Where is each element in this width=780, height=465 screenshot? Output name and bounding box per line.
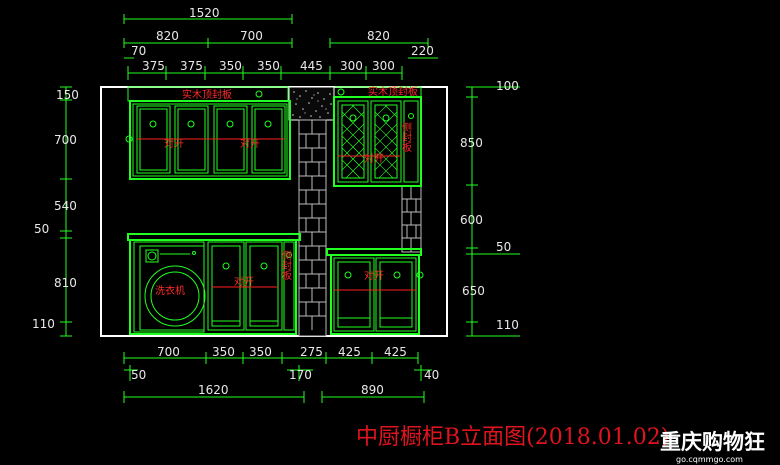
dim-1520: 1520 bbox=[189, 6, 220, 20]
granite-block bbox=[288, 86, 335, 121]
dim-left-50: 50 bbox=[34, 222, 49, 236]
dim-bottom-425-a: 425 bbox=[338, 345, 361, 359]
dim-bottom-170: 170 bbox=[289, 368, 312, 382]
lower-left-cabinet bbox=[127, 233, 301, 335]
dim-700: 700 bbox=[240, 29, 263, 43]
dim-left-150: 150 bbox=[56, 88, 79, 102]
upper-left-cabinet bbox=[129, 100, 291, 180]
dim-row-375-a: 375 bbox=[142, 59, 165, 73]
lower-right-cabinet bbox=[326, 248, 424, 335]
dim-right-100: 100 bbox=[496, 79, 519, 93]
dim-bottom-350-a: 350 bbox=[212, 345, 235, 359]
right-dimensions: 100 850 600 50 650 110 bbox=[460, 79, 520, 337]
left-dimensions: 150 700 540 50 810 110 bbox=[32, 86, 79, 337]
dim-bottom-700: 700 bbox=[157, 345, 180, 359]
dim-bottom-425-b: 425 bbox=[384, 345, 407, 359]
top-board-left-knob bbox=[255, 90, 263, 98]
wall-outline bbox=[100, 86, 448, 337]
dim-right-50: 50 bbox=[496, 240, 511, 254]
dim-row-300-a: 300 bbox=[340, 59, 363, 73]
dim-row-445: 445 bbox=[300, 59, 323, 73]
label-door-d: 对开 bbox=[234, 275, 254, 288]
dim-bottom-1620: 1620 bbox=[198, 383, 229, 397]
top-dimensions: 1520 820 700 820 70 220 375 375 350 350 … bbox=[123, 6, 438, 80]
dim-220: 220 bbox=[411, 44, 434, 58]
label-door-e: 对开 bbox=[364, 269, 384, 282]
dim-bottom-50: 50 bbox=[131, 368, 146, 382]
label-door-c: 对开 bbox=[364, 152, 384, 165]
dim-left-810: 810 bbox=[54, 276, 77, 290]
label-top-board-right: 实木顶封板 bbox=[368, 85, 418, 98]
dim-bottom-275: 275 bbox=[300, 345, 323, 359]
dim-70: 70 bbox=[131, 44, 146, 58]
dim-bottom-350-b: 350 bbox=[249, 345, 272, 359]
dim-row-375-b: 375 bbox=[180, 59, 203, 73]
upper-right-cabinet bbox=[333, 96, 422, 187]
dim-820-right: 820 bbox=[367, 29, 390, 43]
upper-left-edge-knob bbox=[125, 135, 133, 143]
dim-row-350-b: 350 bbox=[257, 59, 280, 73]
watermark: 重庆购物狂 go.cqmmgo.com bbox=[660, 430, 765, 464]
bottom-dimensions: 700 350 350 275 425 425 50 170 40 1620 8… bbox=[123, 345, 439, 403]
watermark-text: 重庆购物狂 bbox=[660, 430, 765, 454]
dim-left-540: 540 bbox=[54, 199, 77, 213]
top-board-right-knob bbox=[337, 88, 345, 96]
dim-820-left: 820 bbox=[156, 29, 179, 43]
label-top-board-left: 实木顶封板 bbox=[182, 88, 232, 101]
dim-right-110: 110 bbox=[496, 318, 519, 332]
dim-row-300-b: 300 bbox=[372, 59, 395, 73]
dim-left-110: 110 bbox=[32, 317, 55, 331]
dim-left-700: 700 bbox=[54, 133, 77, 147]
dim-row-350-a: 350 bbox=[219, 59, 242, 73]
brick-small-right bbox=[401, 185, 422, 253]
label-door-a: 对开 bbox=[164, 137, 184, 150]
dim-right-850: 850 bbox=[460, 136, 483, 150]
dim-right-600: 600 bbox=[460, 213, 483, 227]
label-side-panel-left: 侧封板 bbox=[280, 249, 292, 281]
label-side-panel-right: 侧封板 bbox=[400, 121, 412, 153]
label-washer: 洗衣机 bbox=[155, 284, 185, 297]
drawing-title: 中厨橱柜B立面图(2018.01.02) bbox=[356, 425, 669, 450]
brick-lines-center bbox=[299, 120, 326, 330]
dim-right-650: 650 bbox=[462, 284, 485, 298]
label-door-b: 对开 bbox=[240, 137, 260, 150]
dim-bottom-40: 40 bbox=[424, 368, 439, 382]
watermark-url: go.cqmmgo.com bbox=[676, 455, 743, 464]
dim-bottom-890: 890 bbox=[361, 383, 384, 397]
